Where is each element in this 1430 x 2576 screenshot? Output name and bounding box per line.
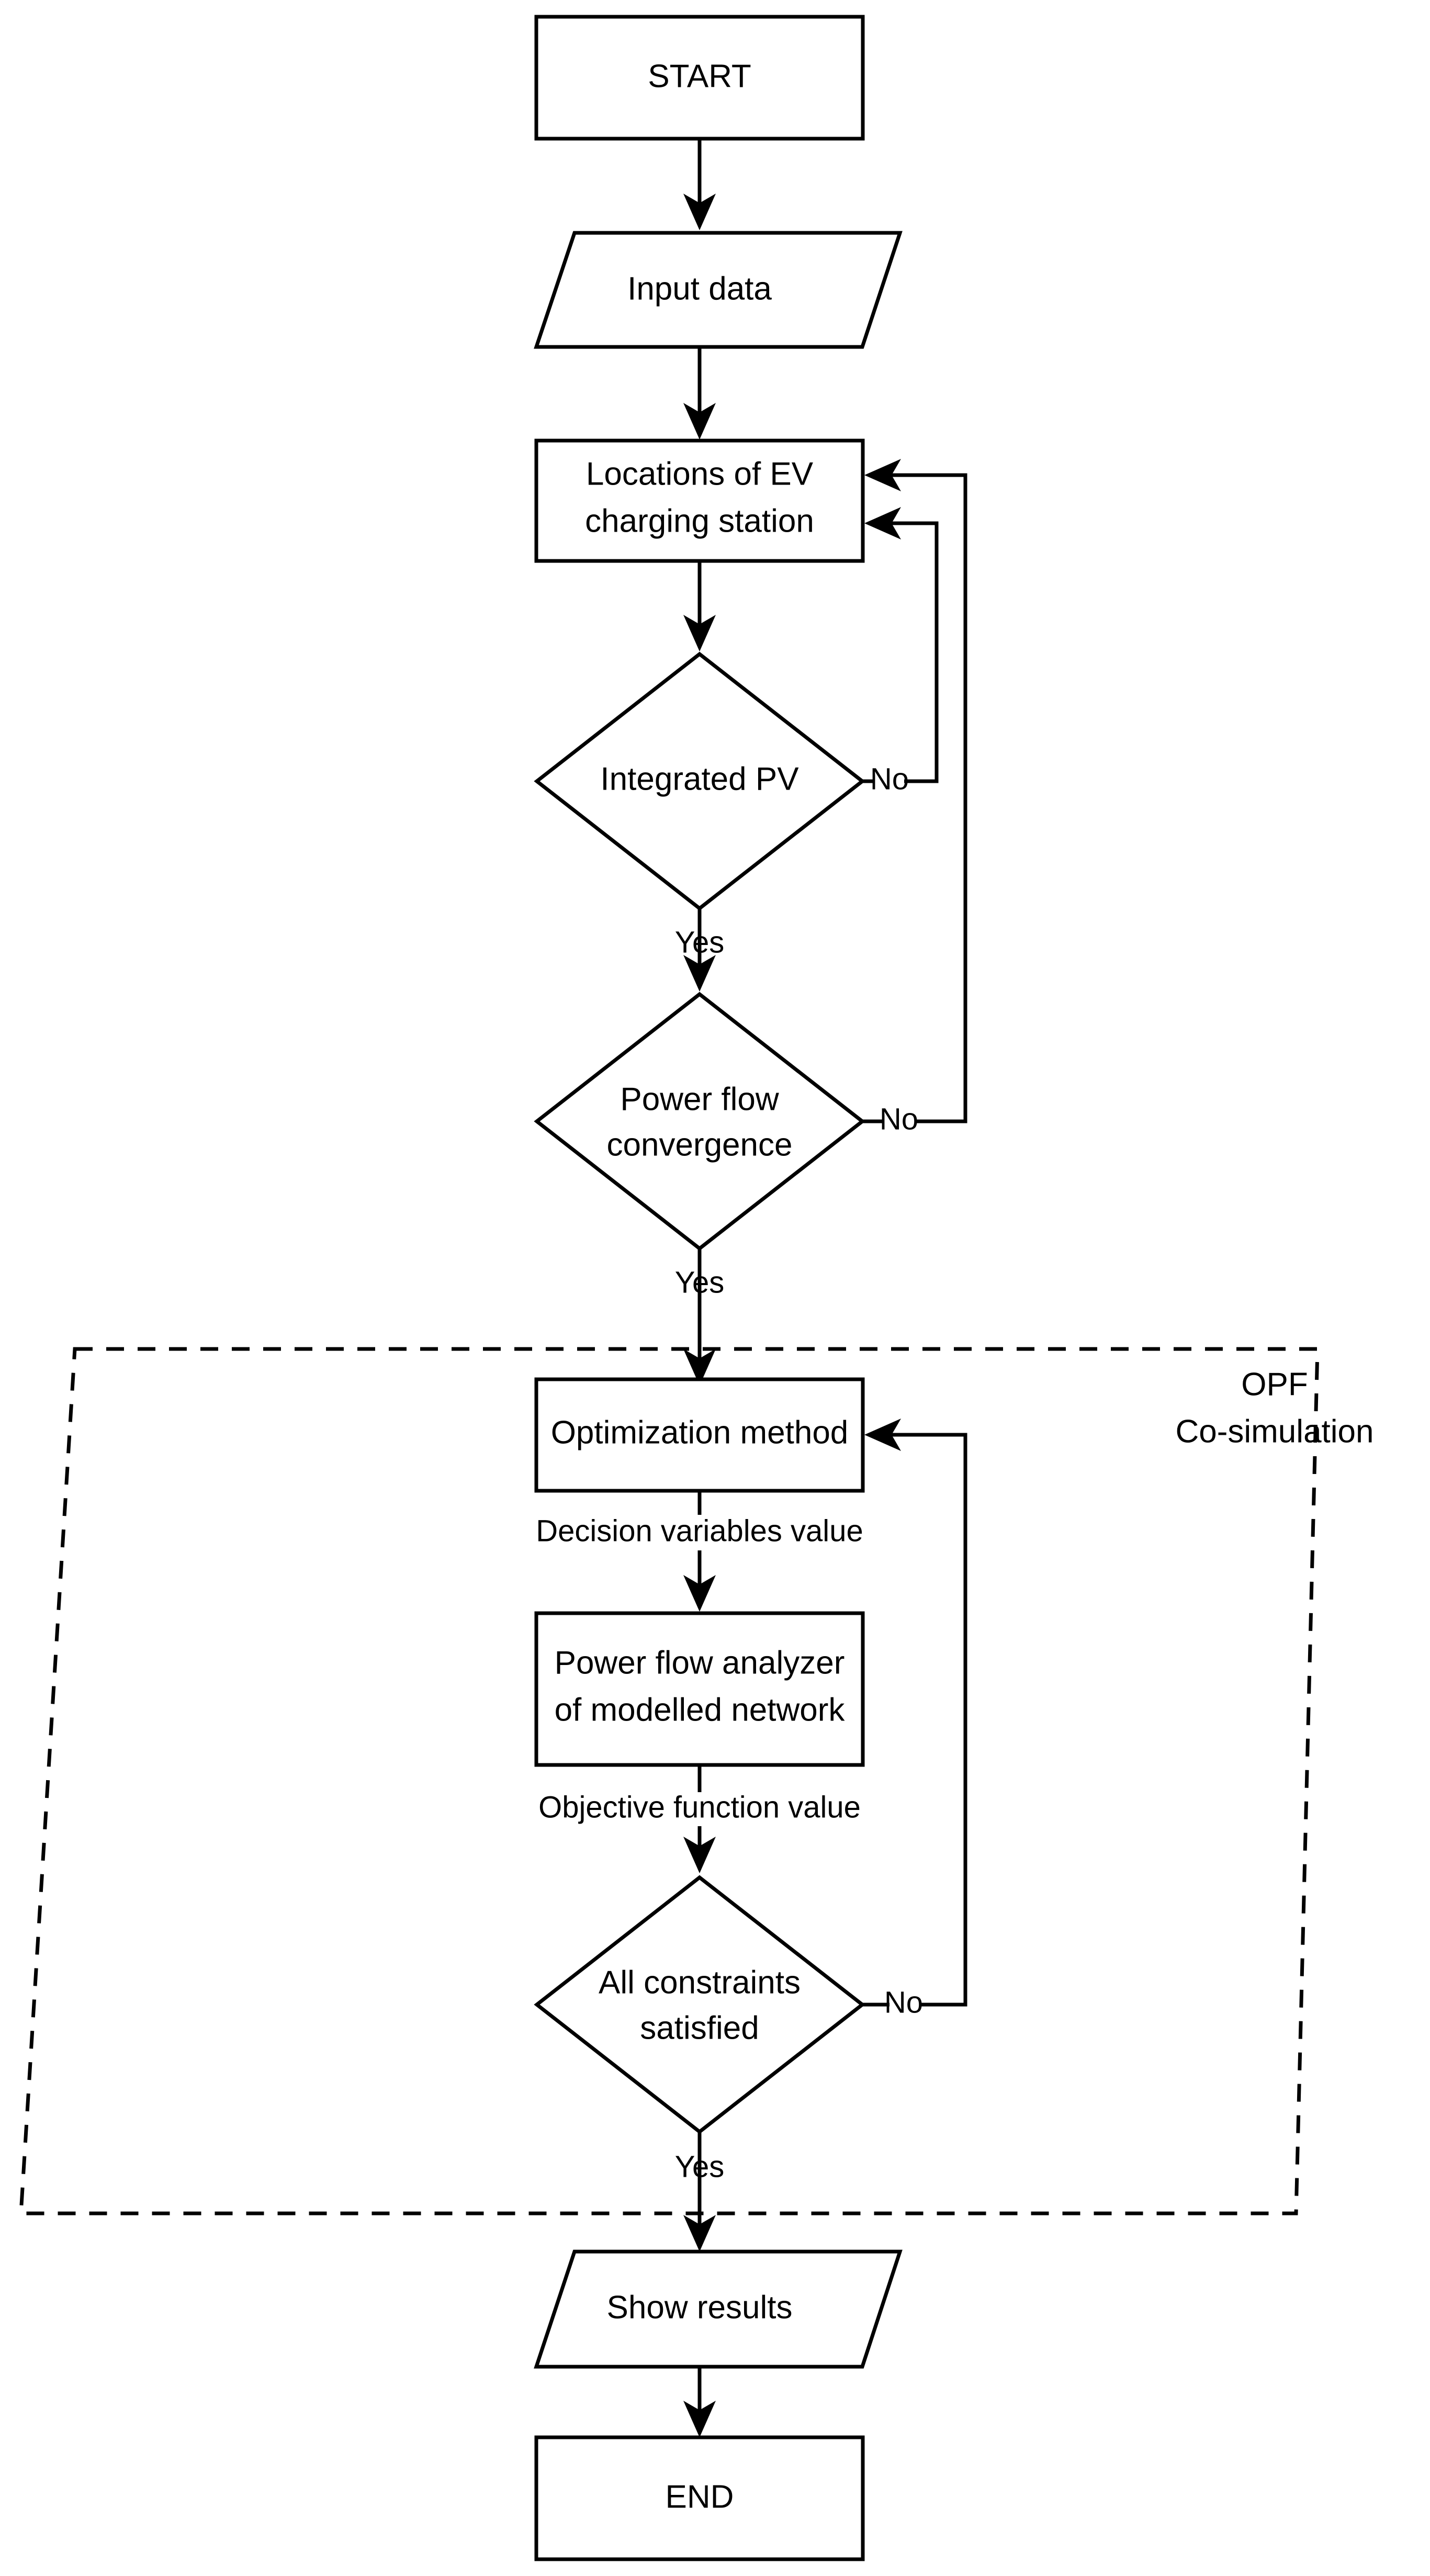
node-all-constraints-label-line2: satisfied — [640, 2010, 759, 2046]
node-all-constraints-shape[interactable] — [534, 1875, 865, 2134]
node-start-shape[interactable] — [534, 15, 865, 141]
node-integrated-pv-label: Integrated PV — [600, 761, 799, 797]
opf-cosimulation-label-line2: Co-simulation — [1175, 1413, 1373, 1449]
node-all-constraints-label-line1: All constraints — [599, 1964, 801, 2000]
arrowhead-locations-to-integratedpv — [683, 615, 716, 651]
edge-label-integratedpv-no: No — [870, 762, 909, 796]
node-show-results-shape[interactable] — [534, 2249, 903, 2369]
connector-integratedpv-no-feedback — [889, 521, 939, 783]
edge-label-objective-function: Objective function value — [538, 1790, 861, 1824]
edge-label-powerflow-yes: Yes — [675, 1265, 725, 1299]
arrowhead-optimization-to-analyzer — [683, 1575, 716, 1612]
edge-label-constraints-yes: Yes — [675, 2150, 725, 2184]
node-show-results-label: Show results — [607, 2289, 793, 2325]
node-input-data-shape[interactable] — [534, 231, 903, 349]
arrowhead-integratedpv-no-to-locations — [864, 507, 901, 539]
arrowhead-input-to-locations — [683, 403, 716, 440]
node-locations-label-line2: charging station — [585, 503, 814, 539]
arrowhead-showresults-to-end — [683, 2401, 716, 2437]
node-power-flow-convergence-shape[interactable] — [534, 992, 865, 1251]
node-power-flow-analyzer-label-line2: of modelled network — [555, 1692, 846, 1728]
edge-label-constraints-no: No — [884, 1985, 923, 2019]
connector-powerflow-no-feedback — [889, 473, 967, 1123]
arrowhead-constraints-yes — [683, 2215, 716, 2252]
arrowhead-powerflow-yes — [683, 1349, 716, 1386]
arrowhead-start-to-input — [683, 194, 716, 230]
node-power-flow-convergence-label-line1: Power flow — [620, 1081, 779, 1117]
edge-label-powerflow-no: No — [880, 1102, 918, 1136]
arrowhead-integratedpv-yes — [683, 955, 716, 992]
edge-label-decision-variables: Decision variables value — [536, 1514, 863, 1548]
node-power-flow-analyzer-label-line1: Power flow analyzer — [555, 1645, 845, 1681]
arrowhead-powerflow-no-to-locations — [864, 459, 901, 491]
edge-label-integratedpv-yes: Yes — [675, 925, 725, 959]
node-power-flow-convergence-label-line2: convergence — [606, 1127, 792, 1163]
node-locations-label-line1: Locations of EV — [586, 456, 814, 492]
node-power-flow-analyzer-shape[interactable] — [534, 1611, 865, 1767]
node-optimization-method-shape[interactable] — [534, 1377, 865, 1493]
node-end-label: END — [666, 2479, 734, 2515]
node-start-label: START — [648, 58, 751, 94]
node-input-data-label: Input data — [627, 271, 772, 307]
node-locations-shape[interactable] — [534, 438, 865, 563]
arrowhead-analyzer-to-constraints — [683, 1837, 716, 1873]
opf-cosimulation-label-line1: OPF — [1241, 1366, 1308, 1402]
arrowhead-constraints-no-to-optimization — [864, 1419, 901, 1451]
opf-cosimulation-group-boundary — [19, 1347, 1320, 2215]
node-end-shape[interactable] — [534, 2435, 865, 2561]
connector-constraints-no-feedback — [889, 1433, 967, 2007]
node-optimization-method-label: Optimization method — [551, 1414, 849, 1450]
